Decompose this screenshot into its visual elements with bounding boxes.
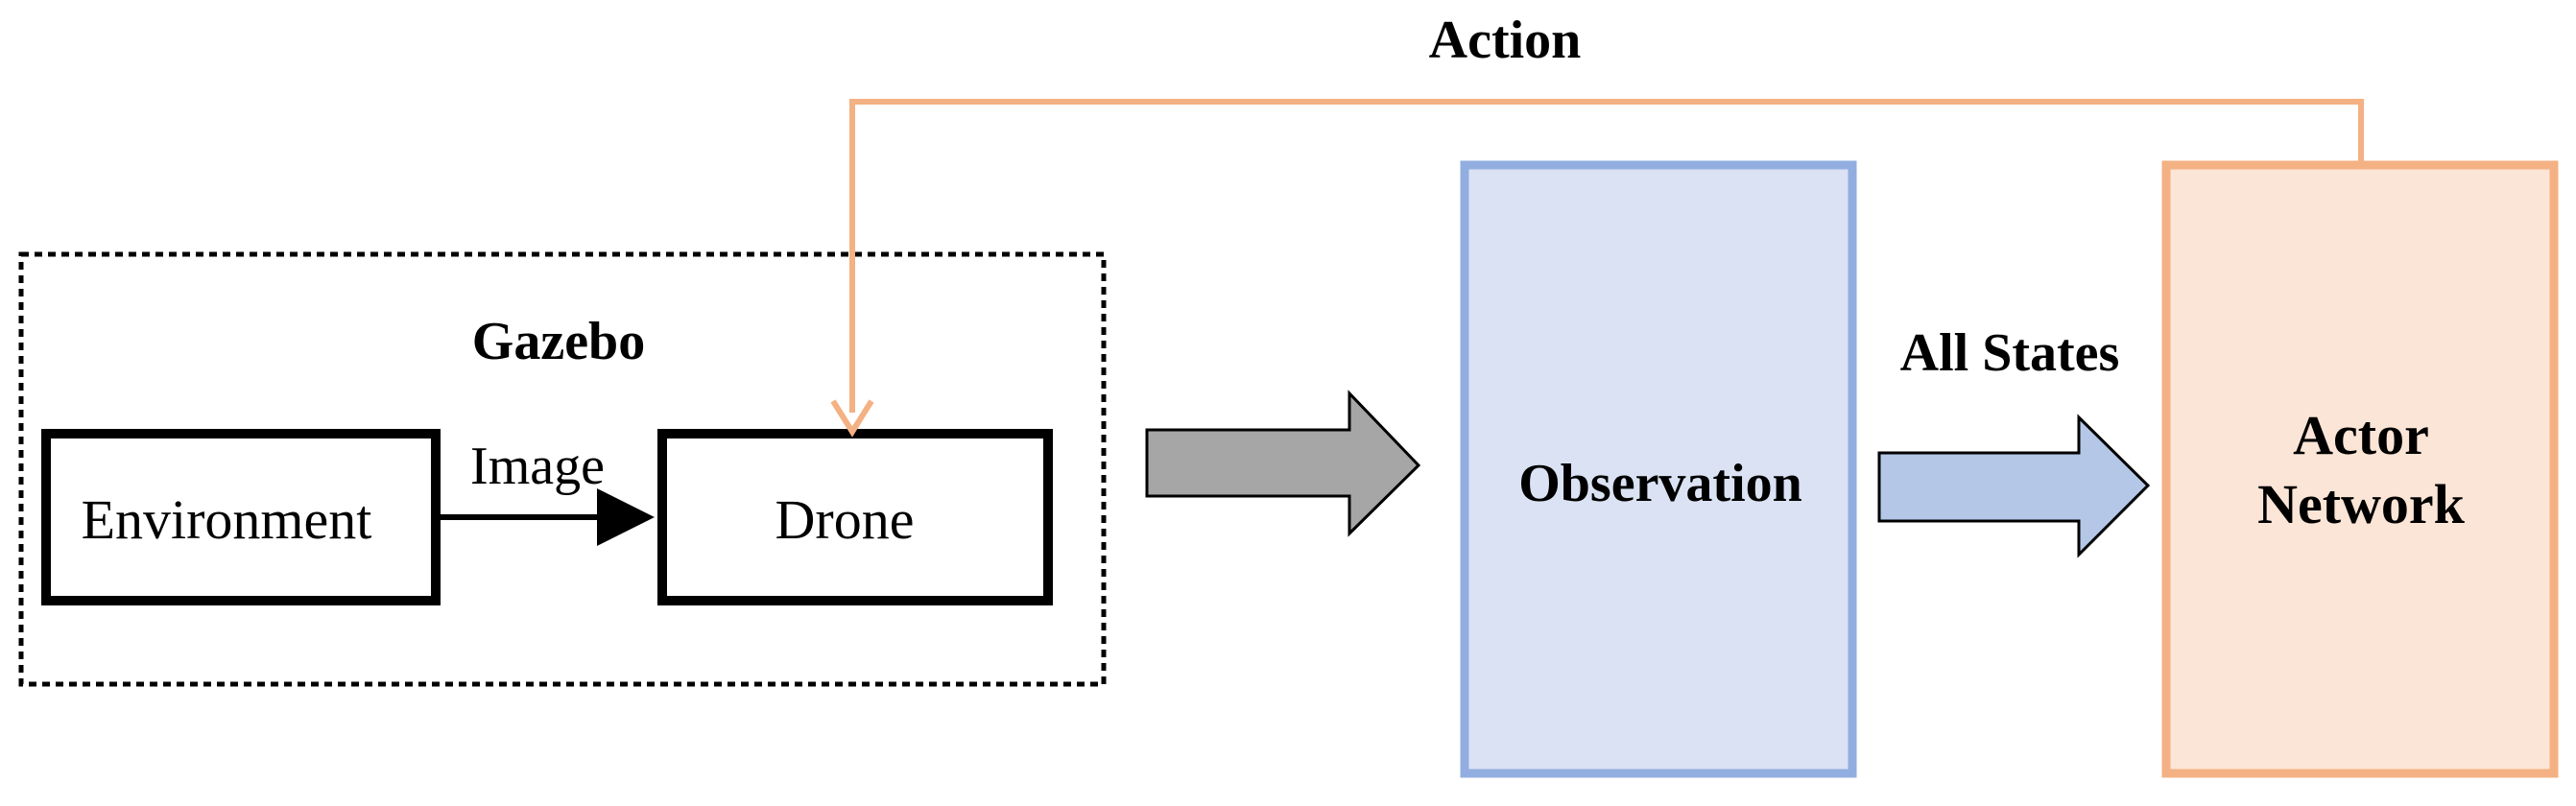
observation-box [1460,160,1857,778]
drone-box [657,429,1053,605]
observation-label: Observation [1518,454,1802,513]
all-states-label: All States [1899,323,2120,383]
environment-label: Environment [81,488,372,551]
all-states-arrow [1877,414,2151,558]
action-arrow-head [830,399,874,438]
actor-network-box [2161,160,2559,778]
action-arrow-line [849,99,2364,413]
gazebo-container [18,251,1107,687]
gazebo-to-observation-arrow [1145,390,1421,537]
actor-network-label-line2: Network [2257,473,2465,535]
drone-label: Drone [775,488,915,551]
image-label: Image [470,437,605,496]
gazebo-label: Gazebo [471,312,646,371]
actor-network-label-line1: Actor [2293,404,2429,466]
action-label: Action [1428,11,1582,70]
